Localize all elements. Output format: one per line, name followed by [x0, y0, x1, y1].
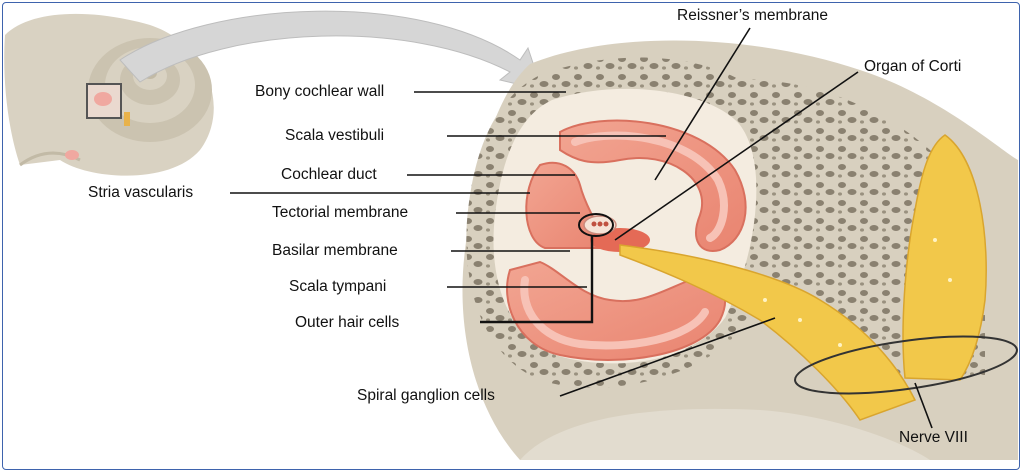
leader-nerve-viii [914, 382, 933, 429]
leader-organ-of-corti [614, 71, 859, 241]
leader-spiral-ganglion [559, 317, 776, 397]
label-bony-cochlear-wall: Bony cochlear wall [255, 83, 385, 100]
label-organ-of-corti: Organ of Corti [864, 58, 962, 75]
label-scala-tympani: Scala tympani [289, 278, 387, 295]
label-reissners-membrane: Reissner’s membrane [677, 7, 829, 24]
label-stria-vascularis: Stria vascularis [88, 184, 194, 201]
hair-cells-highlight [578, 213, 614, 237]
leader-lines [230, 27, 933, 429]
label-scala-vestibuli: Scala vestibuli [285, 127, 385, 144]
label-tectorial-membrane: Tectorial membrane [272, 204, 409, 221]
leader-reissner [654, 27, 751, 181]
label-nerve-viii: Nerve VIII [899, 429, 968, 446]
cochlea-cross-section [462, 40, 1019, 460]
nerve-viii-outline [794, 335, 1018, 395]
leader-outer-hair-cells [480, 236, 594, 324]
label-spiral-ganglion-cells: Spiral ganglion cells [357, 387, 495, 404]
label-outer-hair-cells: Outer hair cells [295, 314, 400, 331]
label-basilar-membrane: Basilar membrane [272, 242, 398, 259]
label-cochlear-duct: Cochlear duct [281, 166, 377, 183]
